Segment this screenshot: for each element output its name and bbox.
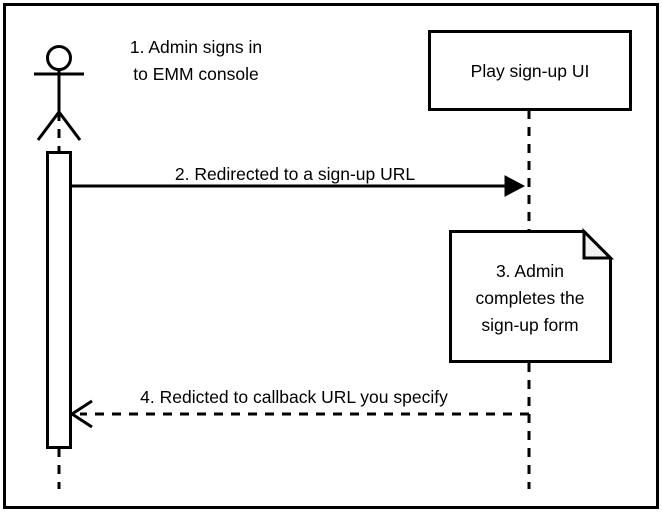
participant-admin-actor[interactable] [34, 45, 84, 490]
play-signup-ui-box [428, 30, 632, 111]
message-2[interactable]: 2. Redirected to a sign-up URL [71, 164, 526, 197]
note-step-3-line-2: completes the [476, 288, 585, 308]
note-step-3-body [449, 230, 612, 363]
message-4-label: 4. Redicted to callback URL you specify [140, 387, 448, 407]
message-2-arrowhead-filled [504, 175, 526, 197]
step-1-line-1: 1. Admin signs in [130, 37, 262, 57]
admin-activation-bar [46, 151, 72, 449]
message-2-label: 2. Redirected to a sign-up URL [175, 164, 416, 184]
actor-leg-right-icon [57, 111, 82, 141]
note-step-3-line-3: sign-up form [481, 315, 578, 335]
message-4[interactable]: 4. Redicted to callback URL you specify [69, 387, 529, 429]
step-1-annotation: 1. Admin signs in to EMM console [130, 37, 262, 84]
message-4-arrowhead-open [69, 399, 93, 429]
step-1-line-2: to EMM console [133, 64, 258, 84]
play-signup-ui-label: Play sign-up UI [471, 61, 590, 81]
participant-play-signup-ui[interactable]: Play sign-up UI [428, 30, 632, 490]
note-step-3-line-1: 3. Admin [496, 261, 564, 281]
actor-head-icon [46, 45, 72, 71]
note-step-3[interactable]: 3. Admin completes the sign-up form [449, 227, 615, 363]
note-step-3-fold-icon [582, 227, 615, 260]
actor-leg-left-icon [36, 111, 61, 141]
